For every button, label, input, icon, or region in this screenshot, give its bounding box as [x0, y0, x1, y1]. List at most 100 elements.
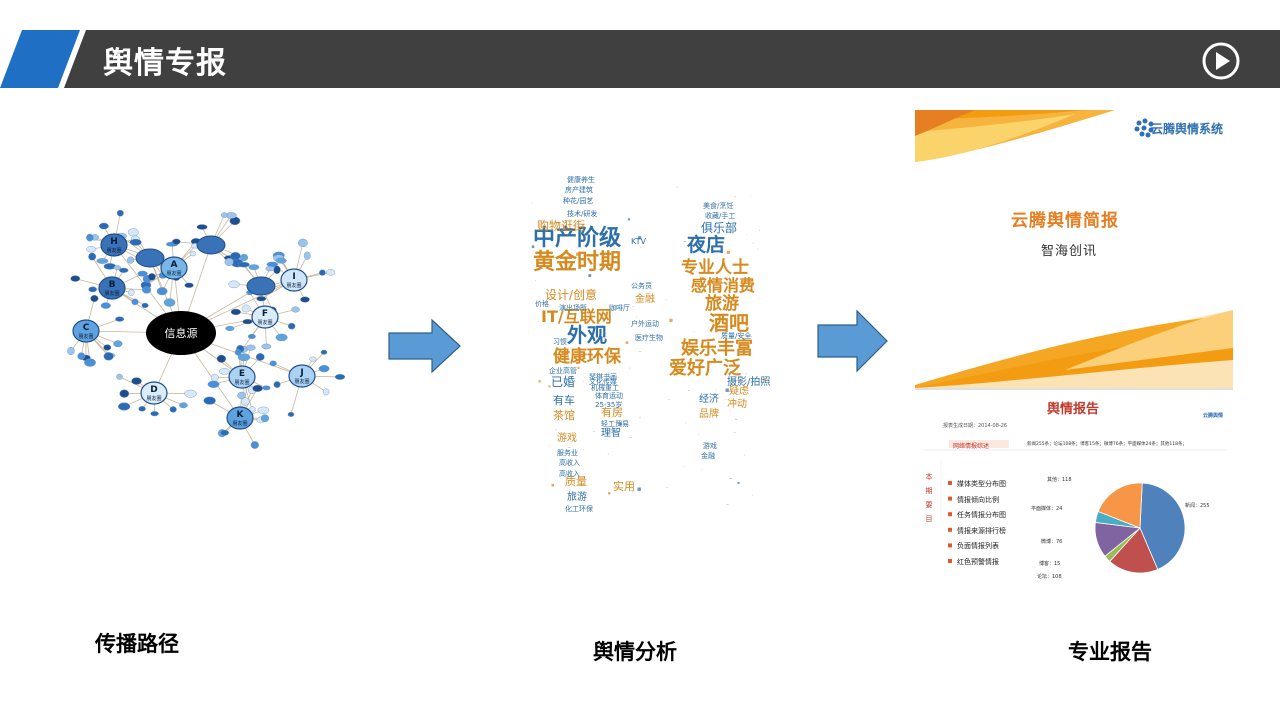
report-item: 任务情报分布图 — [957, 511, 1006, 520]
word-cloud-word: 机械重工 — [591, 383, 619, 392]
word-cloud-word: 种花/园艺 — [563, 196, 593, 205]
network-leaf-node — [127, 228, 139, 237]
report-preview: 云腾舆情系统 云腾舆情简报 智海创讯 舆情报告 云腾舆情 报表生成日期：2014… — [915, 110, 1233, 587]
network-leaf-node — [269, 360, 277, 367]
word-cloud-filler: – — [683, 238, 686, 246]
word-cloud-word: 习惯 — [553, 337, 567, 346]
network-leaf-node — [156, 287, 168, 296]
word-cloud-word: 经济 — [699, 392, 719, 405]
word-cloud-filler: · — [698, 432, 699, 437]
word-cloud-word: 爱好广泛 — [669, 357, 741, 379]
word-cloud: 中产阶级黄金时期外观健康环保IT/互联网夜店专业人士感情消费旅游酒吧娱乐丰富爱好… — [528, 175, 771, 513]
word-cloud-word: 收藏/手工 — [705, 211, 735, 220]
word-cloud-filler: – — [700, 284, 703, 291]
word-cloud-word: 技术/研发 — [567, 209, 597, 218]
network-leaf-node — [116, 209, 124, 217]
report-item-bullet — [948, 481, 952, 485]
network-node-letter: A — [171, 260, 178, 270]
network-node-sub: 朋友圈 — [106, 247, 121, 254]
word-cloud-filler: · — [746, 232, 747, 237]
network-leaf-node — [207, 380, 220, 388]
network-leaf-node — [309, 356, 317, 362]
network-node-letter: K — [237, 410, 245, 420]
word-cloud-filler: · — [555, 426, 557, 434]
pie-slice-新闻 — [1139, 482, 1186, 570]
word-cloud-filler: – — [749, 333, 752, 340]
network-leaf-node — [115, 316, 125, 322]
network-leaf-node — [147, 273, 156, 281]
page-title: 舆情专报 — [103, 46, 227, 81]
pie-label-other: 其他：118 — [1047, 477, 1072, 483]
side-label-char: 期 — [925, 487, 933, 495]
network-leaf-node — [103, 344, 112, 351]
network-leaf-node — [318, 365, 330, 373]
word-cloud-filler: – — [601, 408, 603, 413]
word-cloud-filler: · — [578, 477, 580, 485]
word-cloud-word: 娱乐丰富 — [681, 337, 753, 359]
network-leaf-node — [303, 251, 311, 260]
word-cloud-filler: – — [724, 396, 726, 401]
network-node-letter: B — [109, 280, 116, 290]
word-cloud-word: 美食/烹饪 — [703, 201, 733, 210]
word-cloud-filler: ▪ — [551, 483, 555, 489]
word-cloud-word: 金融 — [701, 451, 715, 460]
network-leaf-node — [88, 252, 97, 261]
word-cloud-word: 茶馆 — [553, 408, 575, 422]
word-cloud-filler: – — [676, 186, 678, 191]
word-cloud-filler: ▪ — [725, 386, 730, 394]
word-cloud-word: 质量/安全 — [721, 331, 751, 340]
network-leaf-node — [257, 406, 270, 414]
side-label-char: 本 — [925, 473, 933, 481]
network-node-sub: 朋友圈 — [232, 420, 247, 427]
word-cloud-word: 黄金时期 — [533, 249, 621, 275]
word-cloud-word: 旅游 — [705, 293, 739, 314]
pie-label-weibo: 微博：76 — [1041, 539, 1063, 545]
network-node-d — [140, 381, 168, 405]
network-leaf-node — [255, 353, 265, 361]
word-cloud-word: 品牌 — [699, 407, 719, 420]
network-node-h — [100, 233, 128, 257]
word-cloud-filler: ▪ — [625, 340, 629, 346]
report-section-title: 舆情报告 — [1047, 402, 1100, 417]
network-leaf-node — [250, 441, 259, 449]
network-leaf-node — [142, 286, 152, 294]
word-cloud-filler: · — [596, 329, 597, 334]
word-cloud-word: 购物逛街 — [537, 218, 585, 233]
word-cloud-filler: ▪ — [531, 244, 535, 250]
word-cloud-word: 医疗生物 — [635, 333, 663, 342]
word-cloud-word: 旅游 — [567, 490, 587, 503]
word-cloud-filler: · — [573, 212, 575, 218]
word-cloud-filler: · — [549, 443, 551, 450]
network-node-sub: 朋友圈 — [234, 379, 249, 386]
report-item-bullet — [948, 496, 952, 501]
word-cloud-filler: · — [744, 453, 746, 460]
network-leaf-node — [237, 261, 250, 268]
network-leaf-node — [224, 257, 234, 267]
word-cloud-word: 公务员 — [631, 281, 652, 290]
network-leaf-node — [273, 265, 281, 274]
network-leaf-node — [228, 280, 240, 289]
network-leaf-node — [90, 295, 99, 302]
pie-label-blog: 博客：15 — [1039, 561, 1061, 567]
word-cloud-word: 冲动 — [727, 397, 747, 410]
word-cloud-word: 体育运动 — [595, 391, 623, 400]
network-leaf-node — [248, 264, 260, 271]
word-cloud-filler: ▪ — [548, 384, 551, 389]
network-hub-node — [246, 276, 276, 296]
network-leaf-node — [118, 402, 131, 411]
report-item-bullet — [948, 527, 952, 532]
play-icon[interactable] — [1201, 41, 1241, 81]
media-type-pie-chart — [1094, 482, 1186, 574]
network-leaf-node — [138, 406, 146, 412]
network-leaf-node — [300, 296, 310, 303]
flow-arrow-1 — [388, 318, 461, 374]
word-cloud-filler: ▪ — [576, 250, 581, 258]
word-cloud-word: 外观 — [567, 323, 607, 347]
word-cloud-filler: · — [757, 245, 759, 253]
network-leaf-node — [129, 238, 142, 246]
header-bar — [0, 30, 1280, 88]
word-cloud-filler: · — [729, 409, 731, 416]
network-leaf-node — [275, 257, 287, 264]
report-item: 媒体类型分布图 — [957, 480, 1006, 488]
network-node-letter: I — [292, 272, 295, 282]
